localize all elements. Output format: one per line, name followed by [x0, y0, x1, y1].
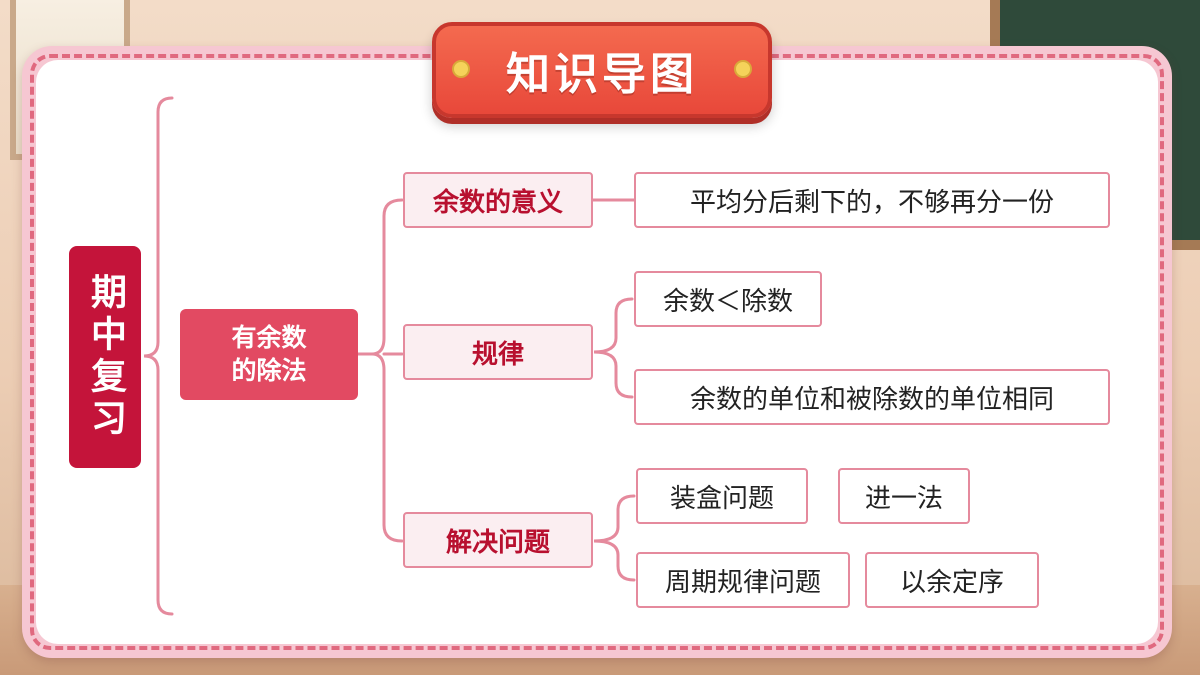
- leaf-node: 余数的单位和被除数的单位相同: [634, 369, 1110, 425]
- banner-dot-left: [452, 60, 470, 78]
- leaf-node: 装盒问题: [636, 468, 808, 524]
- topic-node: 有余数的除法: [180, 309, 358, 400]
- root-node: 期中复习: [69, 246, 141, 468]
- page-title: 知识导图: [506, 49, 698, 100]
- leaf-node: 余数＜除数: [634, 271, 822, 327]
- branch-node-problem-solving: 解决问题: [403, 512, 593, 568]
- leaf-node: 平均分后剩下的，不够再分一份: [634, 172, 1110, 228]
- banner-dot-right: [734, 60, 752, 78]
- title-banner: 知识导图: [432, 22, 772, 118]
- branch-node-remainder-meaning: 余数的意义: [403, 172, 593, 228]
- leaf-node: 进一法: [838, 468, 970, 524]
- branch-node-rules: 规律: [403, 324, 593, 380]
- leaf-node: 以余定序: [865, 552, 1039, 608]
- leaf-node: 周期规律问题: [636, 552, 850, 608]
